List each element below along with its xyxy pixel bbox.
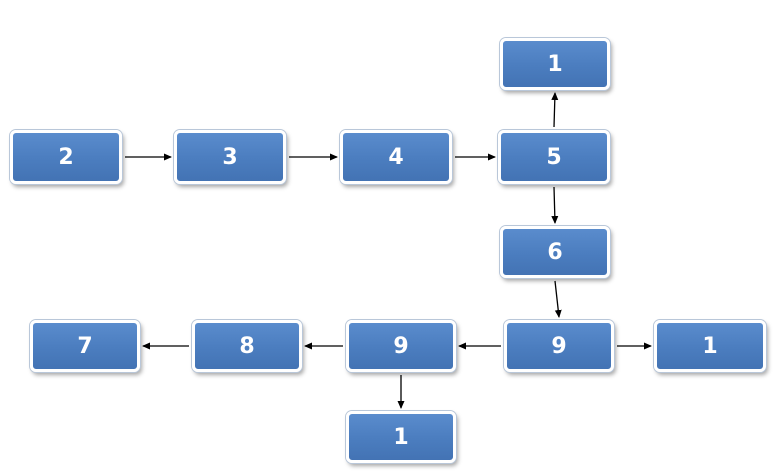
node-8: 8 — [192, 320, 302, 372]
node-label: 9 — [393, 333, 409, 359]
node-2: 2 — [10, 130, 122, 184]
node-1-right: 1 — [654, 320, 766, 372]
node-label: 3 — [222, 144, 238, 170]
node-label: 1 — [547, 51, 563, 77]
node-4: 4 — [340, 130, 452, 184]
node-label: 1 — [393, 424, 409, 450]
node-label: 9 — [551, 333, 567, 359]
node-label: 1 — [702, 333, 718, 359]
node-label: 2 — [58, 144, 74, 170]
node-label: 6 — [547, 239, 563, 265]
node-5: 5 — [498, 130, 610, 184]
edge-n6-to-n9-right — [554, 280, 562, 318]
node-label: 7 — [77, 333, 93, 359]
edge-n5-to-n6 — [551, 186, 559, 224]
node-6: 6 — [500, 226, 610, 278]
node-label: 8 — [239, 333, 255, 359]
node-1-bottom: 1 — [346, 411, 456, 463]
node-1-top: 1 — [500, 38, 610, 90]
edge-n5-to-n1-top — [551, 92, 559, 128]
node-3: 3 — [174, 130, 286, 184]
node-7: 7 — [30, 320, 140, 372]
node-label: 4 — [388, 144, 404, 170]
node-9-left: 9 — [346, 320, 456, 372]
node-9-right: 9 — [504, 320, 614, 372]
node-label: 5 — [546, 144, 562, 170]
